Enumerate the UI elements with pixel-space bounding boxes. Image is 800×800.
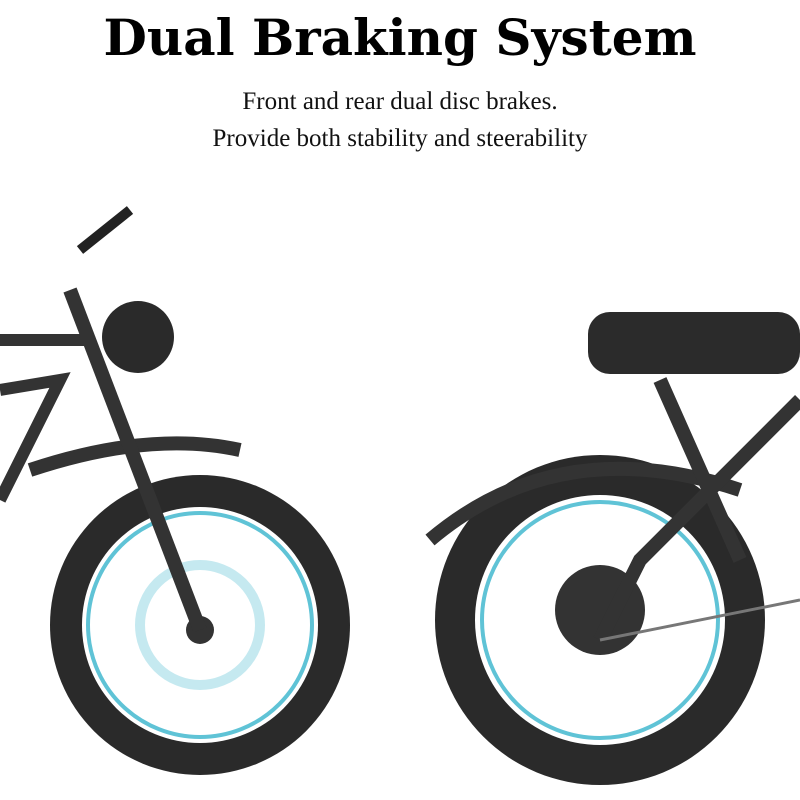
subtitle-line-1: Front and rear dual disc brakes. xyxy=(242,88,558,115)
subtitle-line-2: Provide both stability and steerability xyxy=(212,125,588,152)
page-title: Dual Braking System xyxy=(103,8,697,67)
rear-wheel xyxy=(435,455,765,785)
